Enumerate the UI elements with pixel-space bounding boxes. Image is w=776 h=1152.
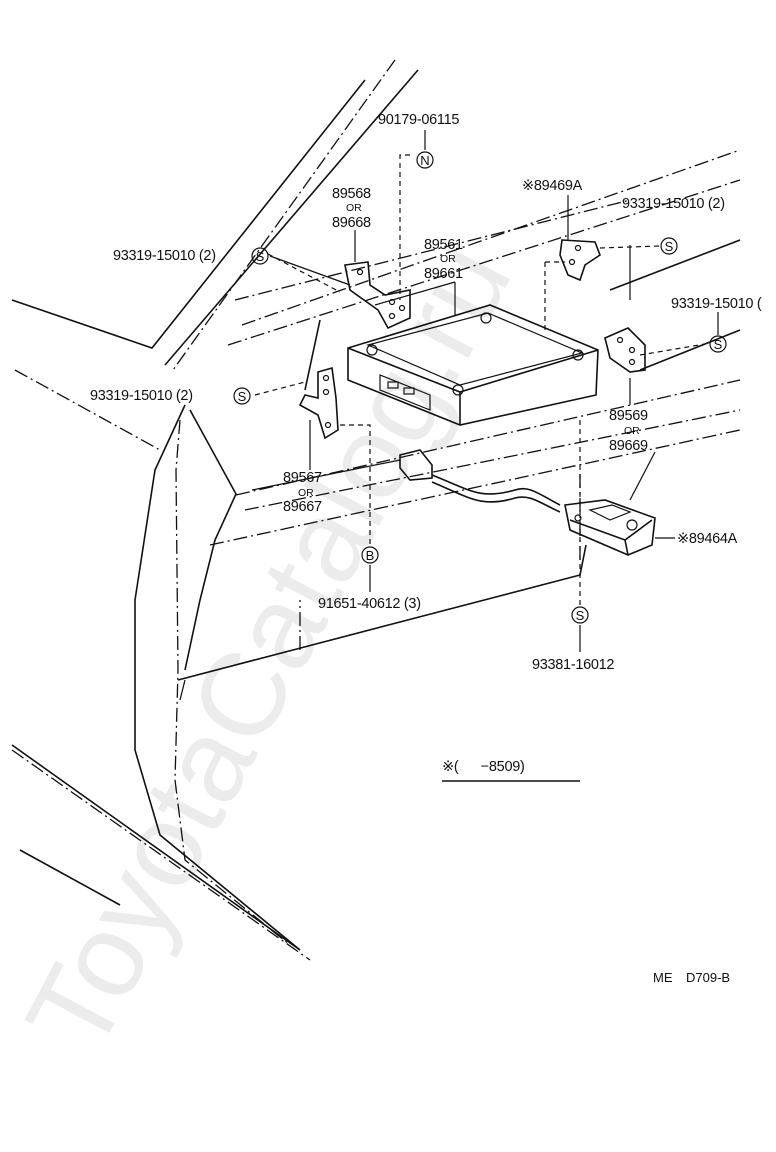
bracket-top (344, 261, 411, 330)
part-label-93381: 93381-16012 (532, 657, 614, 673)
note-text: ※( −8509) (442, 759, 525, 775)
svg-text:S: S (238, 389, 247, 404)
part-label-91651: 91651-40612 (3) (318, 596, 421, 612)
part-label-89669: 89669 (609, 438, 648, 454)
part-label-89567: 89567 (283, 470, 322, 486)
bracket-left (298, 366, 339, 440)
part-label-89568: 89568 (332, 186, 371, 202)
part-label-93319-right: 93319-15010 ( (671, 296, 762, 312)
ref-code: D709-B (686, 970, 730, 985)
svg-text:B: B (366, 548, 375, 563)
screw-symbol: S (571, 606, 589, 624)
ecu-unit (347, 304, 599, 426)
sensor-unit (564, 499, 656, 556)
part-label-or: OR (346, 202, 362, 214)
bolt-symbol: B (361, 546, 379, 564)
svg-text:S: S (714, 337, 723, 352)
wire-harness (399, 449, 561, 513)
part-label-89569: 89569 (609, 408, 648, 424)
watermark: ToyotaCatalog.ru (1, 223, 536, 1073)
part-label-89668: 89668 (332, 215, 371, 231)
part-label-93319-left-top: 93319-15010 (2) (113, 248, 216, 264)
vehicle-body-outline (11, 59, 741, 961)
screw-symbol: S (251, 247, 269, 265)
nut-symbol: N (416, 151, 434, 169)
part-label-93319-top-right: 93319-15010 (2) (622, 196, 725, 212)
ref-prefix: ME (653, 970, 673, 985)
screw-symbol: S (709, 335, 727, 353)
bracket-right (604, 327, 646, 373)
leader-lines (251, 130, 719, 652)
svg-text:N: N (420, 153, 429, 168)
part-label-89667: 89667 (283, 499, 322, 515)
part-label-89561: 89561 (424, 237, 463, 253)
part-label-or: OR (298, 487, 314, 499)
sensor-bracket (559, 239, 601, 282)
date-range-note: ※( −8509) (442, 759, 580, 782)
part-label-89469a: ※89469A (522, 178, 583, 194)
part-label-89661: 89661 (424, 266, 463, 282)
part-label-90179: 90179-06115 (378, 112, 459, 128)
svg-text:S: S (665, 239, 674, 254)
svg-text:S: S (256, 249, 265, 264)
screw-symbol: S (233, 387, 251, 405)
part-label-93319-left-mid: 93319-15010 (2) (90, 388, 193, 404)
part-label-89464a: ※89464A (677, 531, 738, 547)
screw-symbol: S (660, 237, 678, 255)
part-label-or: OR (440, 253, 456, 265)
part-label-or: OR (624, 425, 640, 437)
svg-text:S: S (576, 608, 585, 623)
